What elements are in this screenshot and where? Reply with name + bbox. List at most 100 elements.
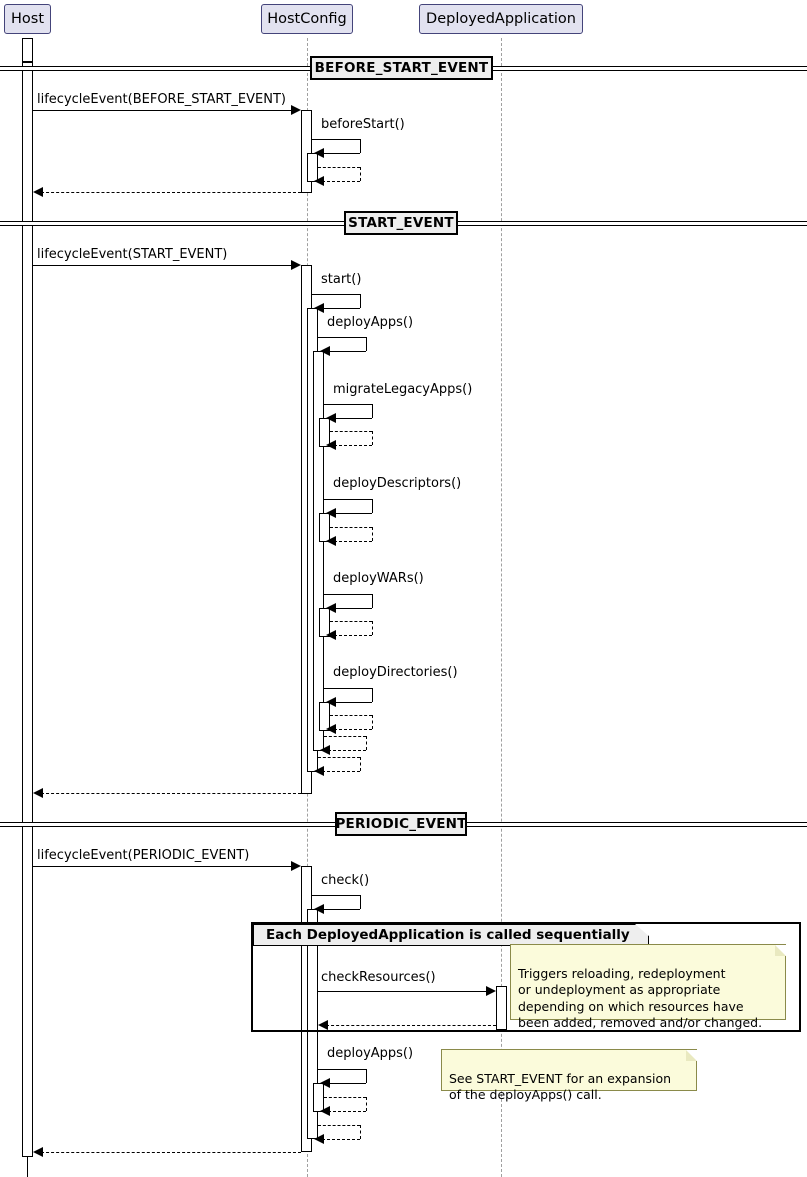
divider-before-start-event: BEFORE_START_EVENT	[310, 56, 493, 80]
message-vert-m14	[372, 688, 373, 702]
message-line-m24-bottom	[328, 1111, 366, 1112]
message-line-m3-bottom	[322, 181, 360, 182]
message-arrowhead-m18	[33, 788, 43, 798]
message-vert-m12	[372, 594, 373, 608]
message-arrowhead-m11	[326, 536, 336, 546]
message-line-m20-top	[312, 895, 360, 896]
message-arrowhead-m21	[486, 986, 496, 996]
divider-periodic-event: PERIODIC_EVENT	[335, 812, 467, 836]
message-vert-m9	[372, 431, 373, 445]
message-arrowhead-m19	[291, 861, 301, 871]
message-arrowhead-m17	[314, 766, 324, 776]
message-vert-m17	[360, 757, 361, 771]
participant-deployedapplication-label: DeployedApplication	[426, 11, 576, 27]
message-line-m17-top	[318, 757, 360, 758]
message-arrowhead-m7	[320, 346, 330, 356]
message-label-m20: check()	[321, 873, 370, 888]
message-label-m2: beforeStart()	[321, 117, 405, 132]
message-arrowhead-m12	[326, 603, 336, 613]
message-arrowhead-m6	[314, 303, 324, 313]
message-line-m9-top	[330, 431, 372, 432]
message-line-m16-bottom	[328, 750, 366, 751]
message-line-m7-bottom	[328, 351, 366, 352]
message-arrowhead-m8	[326, 413, 336, 423]
activation-hostconfig-beforestart-l2	[307, 153, 318, 182]
message-line-m22	[326, 1025, 496, 1026]
message-label-m23: deployApps()	[327, 1046, 414, 1061]
message-arrowhead-m15	[326, 724, 336, 734]
message-label-m14: deployDirectories()	[333, 665, 458, 680]
message-arrowhead-m25	[314, 1134, 324, 1144]
message-line-m11-top	[330, 527, 372, 528]
message-line-m26	[41, 1152, 301, 1153]
note-deployapps: See START_EVENT for an expansion of the …	[441, 1049, 697, 1102]
message-label-m5: lifecycleEvent(START_EVENT)	[37, 247, 228, 262]
message-line-m8-top	[324, 404, 372, 405]
message-line-m25-bottom	[322, 1139, 360, 1140]
message-line-m18	[41, 793, 301, 794]
message-line-m14-bottom	[334, 702, 372, 703]
activation-host-stub	[22, 38, 33, 62]
message-line-m15-top	[330, 715, 372, 716]
message-vert-m24	[366, 1097, 367, 1111]
message-vert-m10	[372, 499, 373, 513]
message-line-m23-top	[318, 1069, 366, 1070]
activation-hostconfig-beforestart-l1	[301, 110, 312, 193]
message-line-m13-top	[330, 621, 372, 622]
activation-hostconfig-deploydescriptors-l4	[319, 513, 330, 542]
message-line-m2-top	[312, 139, 360, 140]
message-vert-m2	[360, 139, 361, 153]
lifeline-deployedapplication	[501, 38, 502, 1177]
divider-before-start-event-label: BEFORE_START_EVENT	[314, 60, 489, 76]
message-arrowhead-m20	[314, 904, 324, 914]
message-line-m9-bottom	[334, 445, 372, 446]
message-arrowhead-m4	[33, 187, 43, 197]
message-arrowhead-m14	[326, 697, 336, 707]
message-vert-m6	[360, 294, 361, 308]
message-arrowhead-m2	[314, 148, 324, 158]
message-vert-m11	[372, 527, 373, 541]
message-vert-m20	[360, 895, 361, 909]
activation-hostconfig-check-l2	[307, 909, 318, 1139]
activation-hostconfig-periodic-deployapps-l3	[313, 1083, 324, 1112]
message-line-m4	[41, 192, 301, 193]
message-vert-m23	[366, 1069, 367, 1083]
message-line-m8-bottom	[334, 418, 372, 419]
message-label-m8: migrateLegacyApps()	[333, 382, 473, 397]
participant-hostconfig[interactable]: HostConfig	[261, 4, 353, 34]
activation-hostconfig-deploydirectories-l4	[319, 702, 330, 731]
message-label-m21: checkResources()	[321, 970, 436, 985]
divider-start-event: START_EVENT	[344, 211, 458, 235]
message-vert-m8	[372, 404, 373, 418]
message-line-m19	[33, 866, 291, 867]
message-arrowhead-m5	[291, 260, 301, 270]
message-arrowhead-m3	[314, 176, 324, 186]
message-line-m2-bottom	[322, 153, 360, 154]
activation-deployedapplication-checkresources	[496, 986, 507, 1030]
activation-host-main	[22, 62, 33, 1157]
divider-periodic-event-label: PERIODIC_EVENT	[335, 816, 467, 832]
message-line-m3-top	[318, 167, 360, 168]
message-label-m6: start()	[321, 272, 362, 287]
participant-host[interactable]: Host	[4, 4, 51, 34]
message-line-m23-bottom	[328, 1083, 366, 1084]
message-arrowhead-m9	[326, 440, 336, 450]
message-line-m7-top	[318, 337, 366, 338]
message-line-m20-bottom	[322, 909, 360, 910]
message-line-m1	[33, 110, 291, 111]
message-vert-m3	[360, 167, 361, 181]
message-line-m6-bottom	[322, 308, 360, 309]
message-arrowhead-m1	[291, 105, 301, 115]
participant-deployedapplication[interactable]: DeployedApplication	[419, 4, 583, 34]
activation-hostconfig-deployapps-l3	[313, 351, 324, 751]
group-label-text: Each DeployedApplication is called seque…	[266, 927, 630, 943]
message-line-m11-bottom	[334, 541, 372, 542]
message-arrowhead-m24	[320, 1106, 330, 1116]
message-line-m10-top	[324, 499, 372, 500]
message-line-m12-bottom	[334, 608, 372, 609]
message-label-m19: lifecycleEvent(PERIODIC_EVENT)	[37, 848, 250, 863]
participant-host-label: Host	[10, 11, 44, 27]
message-arrowhead-m16	[320, 745, 330, 755]
message-line-m15-bottom	[334, 729, 372, 730]
